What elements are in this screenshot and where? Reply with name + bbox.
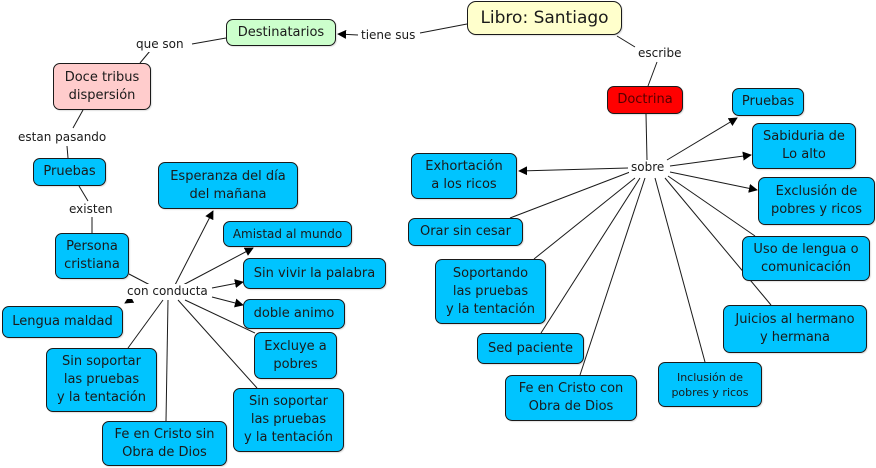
- concept-destinatarios[interactable]: Destinatarios: [226, 19, 336, 46]
- concept-inclusion[interactable]: Inclusión de pobres y ricos: [658, 362, 762, 407]
- concept-sin-soportar-left[interactable]: Sin soportar las pruebas y la tentación: [46, 348, 157, 412]
- link-label-sobre[interactable]: sobre: [629, 160, 667, 175]
- line-sobre-pruebas: [666, 117, 738, 161]
- concept-orar-sin-cesar[interactable]: Orar sin cesar: [408, 218, 523, 246]
- line-destinatarios-queson: [191, 37, 227, 45]
- concept-fe-sin-obra[interactable]: Fe en Cristo sin Obra de Dios: [102, 421, 227, 466]
- line-sobre-juicios: [664, 177, 772, 306]
- line-estan-pruebas: [66, 145, 69, 159]
- concept-lengua-maldad[interactable]: Lengua maldad: [2, 306, 123, 338]
- line-pruebas-existen: [78, 185, 89, 202]
- line-sobre-exclusion: [669, 171, 758, 193]
- concept-soportando[interactable]: Soportando las pruebas y la tentación: [435, 259, 546, 324]
- line-conducta-amistad: [182, 247, 254, 286]
- link-label-que-son[interactable]: que son: [134, 37, 186, 52]
- line-conducta-sinvivir: [211, 279, 244, 289]
- line-sobre-orar: [509, 171, 631, 219]
- line-sobre-sed: [540, 177, 641, 334]
- line-conducta-excluye: [184, 299, 256, 334]
- concept-doctrina[interactable]: Doctrina: [607, 86, 683, 114]
- concept-esperanza[interactable]: Esperanza del día del mañana: [158, 162, 298, 209]
- concept-persona-cristiana[interactable]: Persona cristiana: [55, 233, 129, 279]
- concept-exhortacion[interactable]: Exhortación a los ricos: [411, 153, 517, 199]
- link-label-tiene-sus[interactable]: tiene sus: [359, 28, 418, 43]
- line-doctrina-sobre: [645, 113, 648, 161]
- line-conducta-doble: [211, 296, 244, 308]
- concept-sin-soportar-right[interactable]: Sin soportar las pruebas y la tentación: [233, 388, 344, 452]
- root-concept-libro-santiago[interactable]: Libro: Santiago: [467, 1, 622, 35]
- concept-amistad-mundo[interactable]: Amistad al mundo: [223, 221, 352, 247]
- line-sobre-exhortacion: [518, 166, 629, 176]
- line-conducta-esperanza: [174, 210, 214, 286]
- concept-fe-con-obra[interactable]: Fe en Cristo con Obra de Dios: [505, 375, 637, 421]
- link-label-existen[interactable]: existen: [67, 202, 115, 217]
- line-root-escribe: [616, 35, 636, 48]
- line-root-tiene: [419, 23, 468, 34]
- line-conducta-sinsoportar-right: [177, 299, 258, 389]
- line-tribus-estan: [72, 109, 84, 129]
- line-persona-conducta: [128, 273, 151, 286]
- concept-uso-lengua[interactable]: Uso de lengua o comunicación: [742, 236, 870, 281]
- concept-exclusion[interactable]: Exclusión de pobres y ricos: [758, 177, 875, 225]
- line-tiene-destinatarios: [337, 29, 359, 39]
- line-sobre-sabiduria: [669, 151, 752, 167]
- concept-pruebas-right[interactable]: Pruebas: [732, 88, 804, 116]
- link-label-estan-pasando[interactable]: estan pasando: [16, 130, 109, 145]
- link-label-con-conducta[interactable]: con conducta: [125, 284, 210, 299]
- line-conducta-sinsoportar-left: [127, 299, 164, 349]
- line-queson-tribus: [139, 50, 151, 64]
- line-sobre-fe-con: [579, 177, 646, 376]
- concept-sabiduria[interactable]: Sabiduria de Lo alto: [752, 123, 856, 169]
- line-sobre-uso: [667, 175, 756, 237]
- concept-excluye-pobres[interactable]: Excluye a pobres: [254, 332, 337, 379]
- concept-sin-vivir-palabra[interactable]: Sin vivir la palabra: [243, 258, 386, 289]
- line-conducta-fe-sin: [165, 299, 169, 422]
- link-label-escribe[interactable]: escribe: [636, 46, 684, 61]
- line-escribe-doctrina: [647, 61, 658, 87]
- concept-doce-tribus[interactable]: Doce tribus dispersión: [53, 63, 151, 110]
- concept-sed-paciente[interactable]: Sed paciente: [477, 333, 584, 364]
- concept-pruebas-left[interactable]: Pruebas: [33, 158, 106, 186]
- concept-doble-animo[interactable]: doble animo: [243, 299, 345, 329]
- line-sobre-soportando: [533, 177, 636, 260]
- concept-juicios[interactable]: Juicios al hermano y hermana: [723, 305, 867, 353]
- line-sobre-inclusion: [654, 177, 706, 363]
